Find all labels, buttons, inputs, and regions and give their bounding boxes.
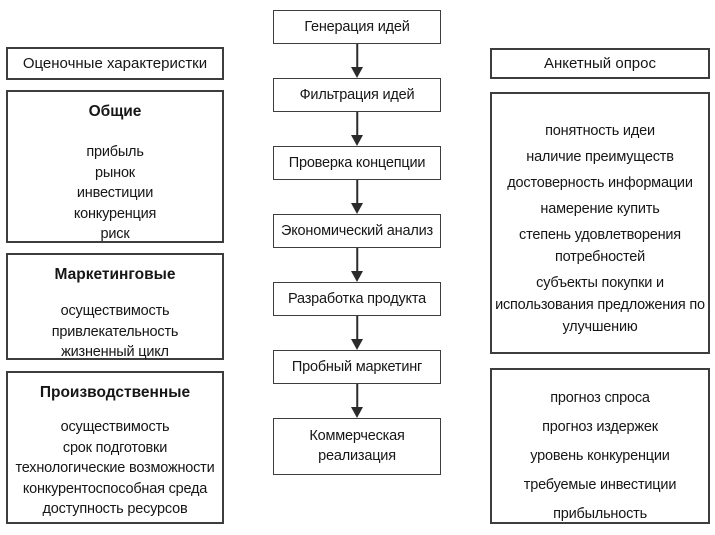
list-item: конкуренция [73,205,157,222]
survey-header-box: Анкетный опрос [490,48,710,79]
flow-step-idea-generation: Генерация идей [273,10,441,44]
list-item: доступность ресурсов [42,501,188,517]
evaluation-header-box: Оценочные характеристки [6,47,224,80]
list-item: жизненный цикл [61,344,169,360]
evaluation-header-label: Оценочные характеристки [22,55,208,72]
group-box-general: Общие прибыль рынок инвестиции конкуренц… [6,90,224,243]
arrow-down-icon [273,384,441,418]
group-title-marketing: Маркетинговые [54,266,176,283]
list-item: осуществимость [60,419,170,435]
list-item: степень удовлетворения потребностей [519,227,681,265]
list-item: прогноз спроса [550,390,650,406]
list-item: технологические возможности [15,460,215,476]
group-title-production: Производственные [39,384,191,401]
flow-step-economic-analysis: Экономический анализ [273,214,441,248]
group-items-general: прибыль рынок инвестиции конкуренция рис… [8,142,222,245]
flow-step-product-development: Разработка продукта [273,282,441,316]
arrow-down-icon [273,180,441,214]
flow-step-label: Пробный маркетинг [291,359,423,375]
arrow-down-icon [273,112,441,146]
list-item: привлекательность [51,323,179,340]
list-item: прибыль [86,144,144,160]
list-item: прибыльность [553,506,647,522]
list-item: срок подготовки [62,439,168,456]
process-flow: Генерация идей Фильтрация идей Проверка … [273,10,441,475]
flow-step-label: Проверка концепции [288,155,426,171]
list-item: субъекты покупки и использования предлож… [495,275,705,335]
group-box-production: Производственные осуществимость срок под… [6,371,224,524]
flow-step-test-marketing: Пробный маркетинг [273,350,441,384]
survey-items-box-2: прогноз спроса прогноз издержек уровень … [490,368,710,524]
flow-step-label: Генерация идей [304,19,410,35]
list-item: рынок [95,164,135,181]
group-items-marketing: осуществимость привлекательность жизненн… [8,301,222,363]
list-item: понятность идеи [545,123,655,139]
list-item: конкурентоспособная среда [22,480,208,497]
survey-header-label: Анкетный опрос [544,55,656,72]
list-item: риск [100,226,130,242]
arrow-down-icon [273,44,441,78]
flow-step-label: Разработка продукта [288,291,426,307]
list-item: прогноз издержек [542,419,658,435]
group-title-general: Общие [88,103,142,120]
list-item: требуемые инвестиции [523,477,677,493]
list-item: уровень конкуренции [530,448,670,464]
group-items-production: осуществимость срок подготовки технологи… [8,417,222,520]
flow-step-label: Коммерческая реализация [309,427,405,464]
flow-step-commercialization: Коммерческая реализация [273,418,441,475]
flow-step-concept-testing: Проверка концепции [273,146,441,180]
flow-step-label: Экономический анализ [281,223,433,239]
list-item: инвестиции [76,185,154,201]
arrow-down-icon [273,248,441,282]
flow-step-label: Фильтрация идей [299,87,415,103]
list-item: достоверность информации [507,175,693,191]
list-item: намерение купить [540,201,660,217]
arrow-down-icon [273,316,441,350]
list-item: наличие преимуществ [526,149,674,165]
list-item: осуществимость [60,303,170,319]
survey-items-box-1: понятность идеи наличие преимуществ дост… [490,92,710,354]
group-box-marketing: Маркетинговые осуществимость привлекател… [6,253,224,360]
flow-step-idea-filtering: Фильтрация идей [273,78,441,112]
